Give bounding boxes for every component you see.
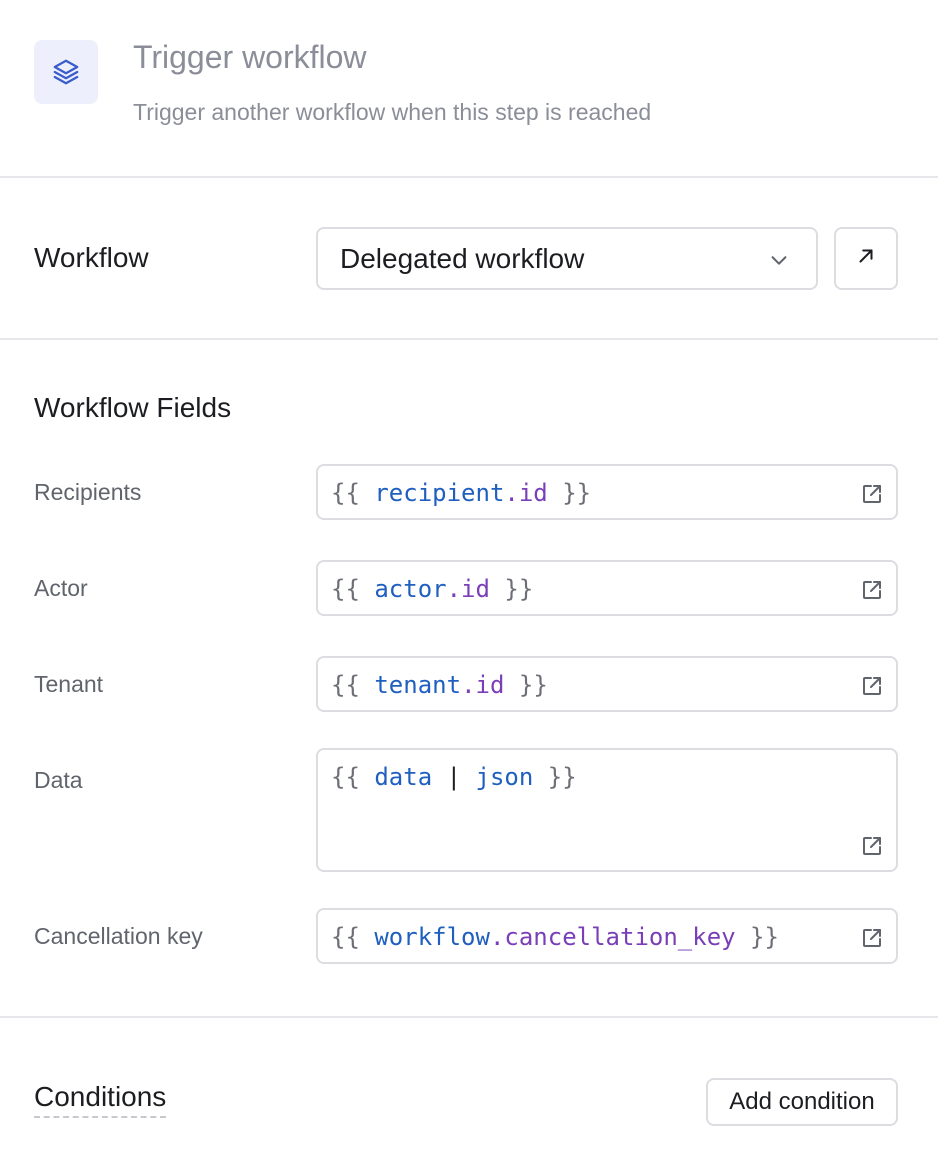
arrow-up-right-icon [855,245,877,272]
external-link-icon[interactable] [860,482,884,511]
data-value: {{ data | json }} [331,763,577,791]
external-link-icon[interactable] [860,578,884,607]
recipients-label: Recipients [34,479,142,505]
tenant-value: {{ tenant.id }} [331,671,548,699]
tenant-input[interactable]: {{ tenant.id }} [316,656,898,712]
workflow-select[interactable]: Delegated workflow [316,227,818,290]
recipients-input[interactable]: {{ recipient.id }} [316,464,898,520]
divider [0,338,938,340]
open-workflow-button[interactable] [834,227,898,290]
workflow-label: Workflow [34,242,149,273]
step-title: Trigger workflow [133,39,367,75]
divider [0,1016,938,1018]
cancellation-key-input[interactable]: {{ workflow.cancellation_key }} [316,908,898,964]
divider [0,176,938,178]
step-header: Trigger workflow Trigger another workflo… [0,0,938,178]
cancellation-key-value: {{ workflow.cancellation_key }} [331,923,779,951]
recipients-value: {{ recipient.id }} [331,479,592,507]
external-link-icon[interactable] [860,674,884,703]
chevron-down-icon [768,249,790,276]
data-input[interactable]: {{ data | json }} [316,748,898,872]
step-description: Trigger another workflow when this step … [133,99,652,125]
workflow-fields-title: Workflow Fields [34,392,232,423]
workflow-select-value: Delegated workflow [340,242,585,274]
external-link-icon[interactable] [860,834,884,863]
add-condition-button[interactable]: Add condition [706,1078,898,1126]
tenant-label: Tenant [34,671,104,697]
actor-value: {{ actor.id }} [331,575,534,603]
actor-label: Actor [34,575,88,601]
external-link-icon[interactable] [860,926,884,955]
conditions-title[interactable]: Conditions [34,1080,167,1118]
data-label: Data [34,767,83,793]
actor-input[interactable]: {{ actor.id }} [316,560,898,616]
cancellation-key-label: Cancellation key [34,923,203,949]
layers-icon [34,40,98,104]
